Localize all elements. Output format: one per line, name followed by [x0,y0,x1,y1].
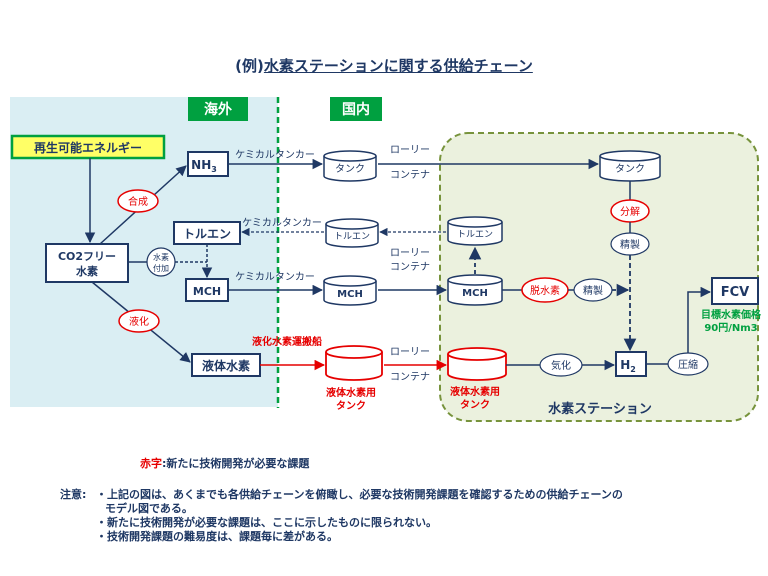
price-label-2: 90円/Nm3 [704,322,757,334]
nh3-box [187,151,229,177]
toluene-label: トルエン [183,227,231,241]
refining-label-upper: 精製 [620,238,640,251]
co2free-label-1: CO2フリー [58,250,116,263]
notes-line-3: ・技術開発課題の難易度は、課題毎に差がある。 [96,530,338,543]
lh2-carrier-label: 液化水素運搬船 [252,335,322,348]
fcv-label: FCV [721,285,749,300]
nh3-sub: 3 [211,165,217,174]
lh2-tank-station-label-2: タンク [460,399,490,411]
synthesis-label: 合成 [128,195,148,208]
station-label: 水素ステーション [548,401,652,417]
co2free-label-2: 水素 [76,264,98,278]
chemical-tanker-label-1: ケミカルタンカー [235,149,315,161]
co2free-box [45,243,129,283]
lorry-label-3: ローリー [390,347,430,358]
notes-label: 注意: [60,488,87,501]
hydrogenation-label-2: 付加 [153,263,169,273]
h2-label: H2 [620,358,636,374]
toluene-tank-station-label: トルエン [457,230,493,240]
lorry-label-1: ローリー [390,145,430,156]
notes: 注意: ・上記の図は、あくまでも各供給チェーンを俯瞰し、必要な技術開発課題を確認す… [60,488,623,544]
tank-domestic-label: タンク [335,163,365,175]
overseas-header [188,97,248,121]
mch-tank-station-label: MCH [462,288,488,299]
toluene-tank-domestic-label: トルエン [334,232,370,242]
compression-label: 圧縮 [678,358,698,371]
dehydrogenation-label: 脱水素 [530,284,560,297]
toluene-tank-domestic [325,218,379,248]
fcv-box [711,277,759,305]
container-label-2: コンテナ [390,261,430,273]
domestic-header [330,97,382,121]
mch-tank-domestic [323,275,377,306]
legend-text: :新たに技術開発が必要な課題 [162,457,310,470]
legend-key: 赤字 [140,457,162,470]
lh2-tank-domestic-label-2: タンク [336,400,366,412]
tank-station-label: タンク [615,163,645,175]
tank-domestic [323,150,377,182]
lh2-tank-station-label-1: 液体水素用 [450,385,500,398]
h2-base: H [620,358,630,372]
liquefaction-label: 液化 [129,315,149,328]
toluene-tank-station [447,216,503,246]
refining-label-lower: 精製 [583,284,603,297]
vaporization-label: 気化 [551,359,571,372]
renewable-box [10,134,166,160]
page-title: (例)水素ステーションに関する供給チェーン [0,55,768,76]
liquid-h2-label: 液体水素 [202,358,250,373]
lh2-tank-station [447,347,507,381]
arrow-compression-fcv [687,286,712,353]
container-label-3: コンテナ [390,371,430,383]
lh2-tank-domestic-label-1: 液体水素用 [326,386,376,399]
synthesis-oval [117,189,159,213]
tank-station [599,150,661,182]
container-label-1: コンテナ [390,169,430,181]
title-prefix: (例) [235,57,264,75]
title-main: 水素ステーションに関する供給チェーン [263,57,533,75]
hydrogenation-label-1: 水素 [153,252,169,262]
mch-tank-station [447,274,503,306]
mch-tank-domestic-label: MCH [337,289,363,300]
decomposition-label: 分解 [620,205,640,218]
nh3-label: NH3 [191,158,217,174]
domestic-label: 国内 [342,101,370,118]
chemical-tanker-label-3: ケミカルタンカー [235,271,315,283]
mch-label: MCH [193,285,221,298]
notes-line-2: ・新たに技術開発が必要な課題は、ここに示したものに限られない。 [96,516,437,529]
lh2-tank-domestic [325,345,383,381]
renewable-label: 再生可能エネルギー [34,140,142,155]
nh3-base: NH [191,158,211,172]
h2-sub: 2 [630,365,636,374]
notes-line-1b: モデル図である。 [105,502,193,515]
chemical-tanker-label-2: ケミカルタンカー [242,217,322,229]
overseas-label: 海外 [204,101,232,118]
price-label-1: 目標水素価格 [701,308,762,321]
legend: 赤字:新たに技術開発が必要な課題 [140,455,309,471]
notes-line-1: ・上記の図は、あくまでも各供給チェーンを俯瞰し、必要な技術開発課題を確認するため… [96,488,623,501]
hydrogenation-oval [146,247,176,277]
lorry-label-2: ローリー [390,248,430,259]
liquefaction-oval [118,309,160,333]
